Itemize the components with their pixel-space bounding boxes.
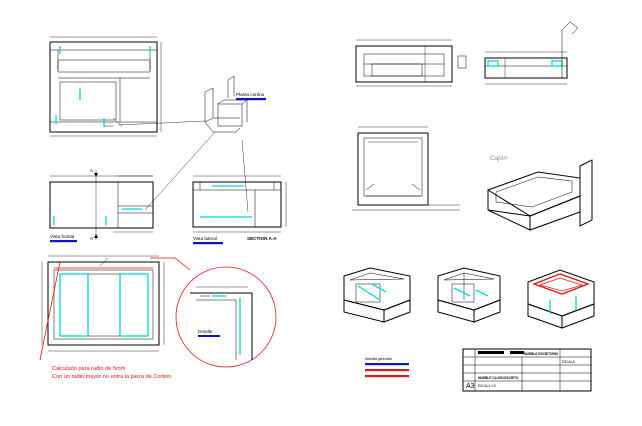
- vista-frontal-label: Vista frontal: [50, 234, 74, 239]
- vista-lateral-label: Vista lateral: [193, 236, 217, 241]
- vista-frontal-view: [49, 170, 154, 240]
- cabinet-3d-view-2: [437, 267, 501, 323]
- title-block: MUEBLE ESCRITORIO ESCALA MUEBLE CAJON ES…: [462, 348, 592, 392]
- title-row-4: ESCALA 1:5: [478, 384, 496, 388]
- vista-lateral-view: [192, 175, 287, 233]
- front-elevation-view: [49, 36, 162, 137]
- title-row-1: MUEBLE ESCRITORIO: [524, 352, 559, 356]
- drawer-plan-view: [41, 255, 165, 352]
- drawer-side-elevation: [484, 21, 579, 85]
- leader-lines: [117, 120, 249, 213]
- sheet-size: A3: [466, 383, 475, 390]
- section-marker-top: A: [90, 168, 94, 173]
- detalle-bar: [198, 335, 220, 337]
- cabinet-3d-view-3: [527, 269, 595, 329]
- title-row-3: MUEBLE CAJON ESCRITO: [478, 376, 519, 380]
- vista-lateral-bar: [193, 242, 223, 245]
- drawer-top-view: [352, 126, 460, 211]
- cut-section-sketch: [204, 75, 248, 133]
- detail-annotations: [39, 257, 277, 368]
- title-row-2: ESCALA: [562, 360, 575, 364]
- legend-title: Medidas generales: [365, 357, 392, 361]
- legend: Medidas generales: [365, 357, 409, 378]
- section-aa-label: SECTION A-A: [247, 236, 277, 241]
- drawer-front-elevation: [355, 39, 467, 87]
- note-line-2: Con un radio mayor no entra la pieza de …: [52, 374, 171, 380]
- vista-frontal-bar: [50, 240, 77, 243]
- planta-cortina-bar: [236, 98, 266, 101]
- drawer-3d-view: [487, 159, 593, 231]
- section-marker-bottom: A: [90, 236, 94, 241]
- detail-view: [190, 286, 253, 360]
- planta-cortina-label: Planta cortina: [236, 92, 265, 97]
- cabinet-3d-view-1: [343, 267, 411, 323]
- note-line-1: Calculado para radio de 5mm: [52, 366, 126, 372]
- detalle-label: Detalle: [198, 329, 213, 334]
- cajon-label: Cajón: [490, 155, 507, 162]
